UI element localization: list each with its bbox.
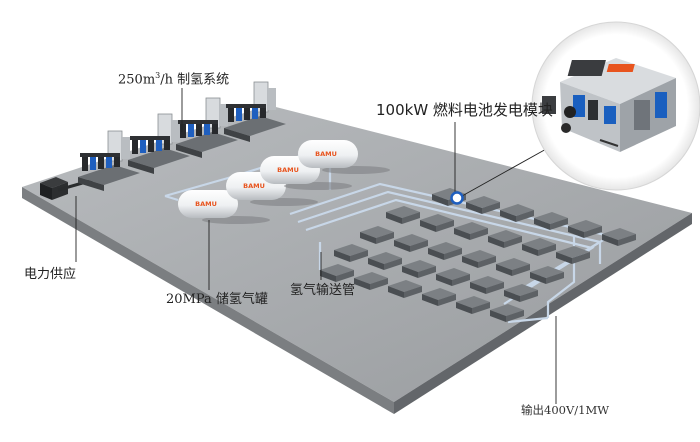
electrolyzer-unit-icon [176,97,238,158]
fuel-cell-pack-icon [360,226,394,244]
fuel-cell-pack-icon [462,250,496,268]
fuel-cell-pack-icon [568,220,602,238]
callout-circle-icon [450,191,464,205]
storage-tank-label: 20MPa 储氢气罐 [166,292,268,307]
fuel-cell-pack-icon [402,260,436,278]
fuel-cell-pack-icon [500,204,534,222]
fuel-cell-pack-icon [422,288,456,306]
hydrogen-tank-icon: BAMU [298,140,390,174]
fuel-cell-pack-icon [470,276,504,294]
power-supply-label: 电力供应 [24,267,77,282]
tank-brand-text: BAMU [195,200,217,208]
electrolyzer-unit-icon [128,113,190,174]
fuel-cell-pack-icon [388,280,422,298]
fuel-cell-array [320,188,636,322]
hydrogen-tank-icon: BAMU [260,156,352,190]
tank-brand-text: BAMU [315,150,337,158]
hydrogen-tank-icon: BAMU [178,190,270,224]
fuel-cell-pack-icon [488,230,522,248]
fuel-cell-pack-icon [466,196,500,214]
fuel-cell-pack-icon [334,244,368,262]
fuel-cell-pack-icon [354,272,388,290]
pipeline-label: 氢气输送管 [290,283,356,298]
leader-lines [75,88,557,404]
fuel-cell-module-photo [531,21,700,191]
fuel-cell-pack-icon [428,242,462,260]
tank-brand-text: BAMU [277,166,299,174]
output-label: 输出400V/1MW [521,403,610,417]
fuel-cell-pack-icon [386,206,420,224]
fuel-cell-pack-icon [602,228,636,246]
electrolyzer-row [78,81,286,191]
fuel-cell-pack-icon [436,268,470,286]
fuel-cell-pack-icon [534,212,568,230]
fuel-cell-module-label: 100kW 燃料电池发电模块 [376,101,553,119]
hydrogen-tank-icon: BAMU [226,172,318,206]
fuel-cell-pack-icon [522,238,556,256]
fuel-cell-pack-icon [420,214,454,232]
fuel-cell-pack-icon [504,284,538,302]
fuel-cell-pack-icon [530,266,564,284]
hydrogen-tank-group: BAMU BAMU BAMU BAMU [178,140,390,224]
fuel-cell-pack-icon [368,252,402,270]
fuel-cell-pack-icon [496,258,530,276]
fuel-cell-pack-icon [454,222,488,240]
electrolyzer-unit-icon [224,81,286,142]
electrolyzer-unit-icon [78,130,140,191]
fuel-cell-pack-icon [320,264,354,282]
power-cabinet-icon [40,177,68,200]
fuel-cell-pack-icon [556,246,590,264]
fuel-cell-pack-icon [394,234,428,252]
fuel-cell-pack-icon [490,304,524,322]
fuel-cell-pack-icon [456,296,490,314]
hydrogen-production-label: 250m3/h 制氢系统 [118,71,230,88]
tank-brand-text: BAMU [243,182,265,190]
